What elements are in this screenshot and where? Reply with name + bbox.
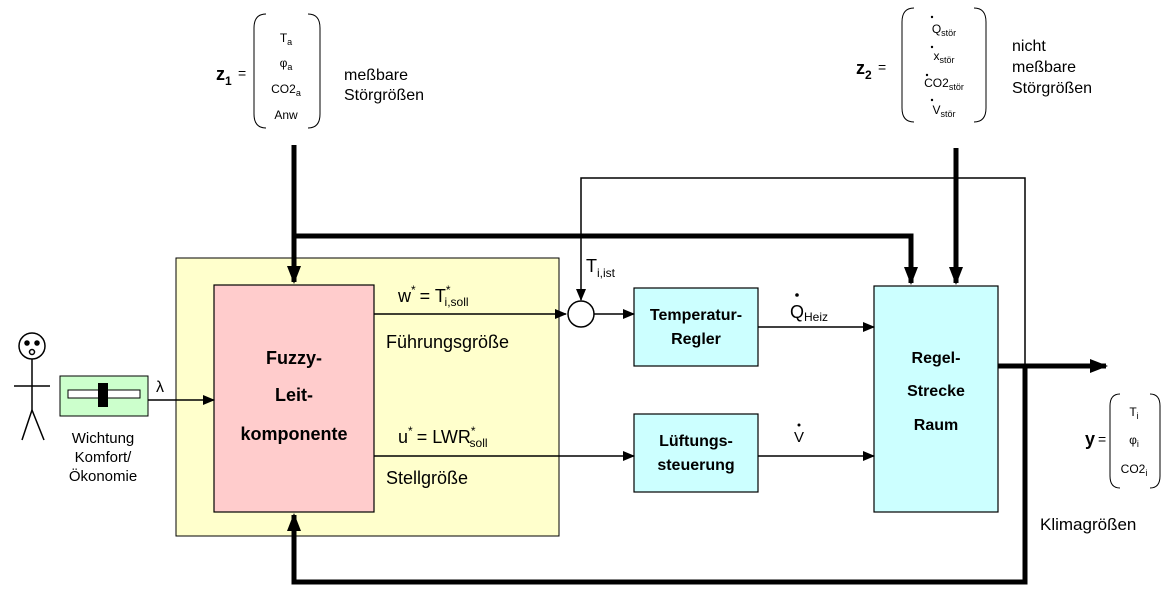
temp-regler-block: [633, 287, 759, 367]
u-signal-caption: Stellgröße: [386, 468, 468, 488]
y-symbol: y: [1085, 429, 1095, 449]
regelstrecke-line2: Strecke: [907, 383, 965, 400]
z1-bracket-left: [253, 13, 267, 129]
temp-regler-line2: Regler: [671, 331, 721, 348]
z2-bracket-right: [973, 7, 987, 123]
z2-symbol: z2: [856, 58, 872, 82]
y-bracket-right: [1149, 393, 1161, 489]
lueftung-block: [633, 413, 759, 493]
z2-v1: xstör: [933, 49, 954, 65]
z2-bracket-left: [901, 7, 915, 123]
z2-v0: Qstör: [932, 22, 956, 38]
y-bracket-left: [1109, 393, 1121, 489]
v-dot-dot: [797, 423, 801, 427]
z1-v2: CO2a: [271, 82, 301, 98]
weighting-slider[interactable]: [59, 375, 149, 417]
weighting-line3: Ökonomie: [69, 467, 137, 485]
z1-caption-2: Störgrößen: [344, 87, 424, 104]
z1-to-strecke-line: [294, 233, 918, 285]
z1-caption-1: meßbare: [344, 67, 408, 84]
lambda-label: λ: [156, 379, 164, 396]
q-heiz-label: QHeiz: [790, 302, 828, 324]
v-dot-label: V: [794, 429, 804, 446]
fuzzy-line1: Fuzzy-: [266, 348, 322, 368]
z2-dot-0: [930, 15, 934, 19]
regelstrecke-line3: Raum: [914, 417, 958, 434]
q-heiz-dot: [795, 293, 799, 297]
lueftung-line1: Lüftungs-: [659, 433, 733, 450]
u-signal-label: u*= LWR*soll: [398, 424, 488, 450]
fuzzy-block: [213, 284, 375, 513]
z2-dot-1: [930, 45, 934, 49]
fuzzy-line3: komponente: [240, 424, 347, 444]
lueftung-line2: steuerung: [657, 457, 734, 474]
regelstrecke-block: [873, 285, 999, 513]
z2-v3: Vstör: [932, 103, 955, 119]
person-icon: [14, 332, 50, 441]
regelstrecke-line1: Regel-: [912, 350, 961, 367]
z2-equals: =: [878, 59, 886, 75]
z1-bracket-right: [307, 13, 321, 129]
weighting-line1: Wichtung: [72, 430, 135, 447]
z2-v2: CO2stör: [924, 76, 964, 92]
z1-v0: Ta: [280, 31, 292, 47]
y-caption: Klimagrößen: [1040, 515, 1136, 534]
y-v1: φi: [1129, 433, 1139, 449]
z1-symbol: z1: [216, 64, 232, 88]
y-v0: Ti: [1129, 405, 1138, 421]
z2-caption-1: nicht: [1012, 38, 1046, 55]
w-signal-caption: Führungsgröße: [386, 332, 509, 352]
z1-v3: Anw: [274, 108, 298, 122]
z2-caption-2: meßbare: [1012, 59, 1076, 76]
z2-dot-2: [925, 73, 929, 77]
y-v2: CO2i: [1121, 462, 1148, 478]
y-equals: =: [1098, 431, 1106, 447]
z2-dot-3: [930, 98, 934, 102]
w-signal-label: w*= T*i,soll: [397, 283, 469, 309]
z1-equals: =: [238, 65, 246, 81]
feedback-loop-line: [287, 366, 1028, 585]
z1-v1: φa: [280, 56, 293, 72]
temp-regler-line1: Temperatur-: [650, 307, 742, 324]
fuzzy-line2: Leit-: [275, 385, 313, 405]
t-ist-feedback-line: [576, 177, 1026, 366]
z2-caption-3: Störgrößen: [1012, 80, 1092, 97]
weighting-line2: Komfort/: [75, 449, 133, 466]
t-ist-label: Ti,ist: [586, 256, 616, 280]
summing-junction: [567, 300, 595, 328]
